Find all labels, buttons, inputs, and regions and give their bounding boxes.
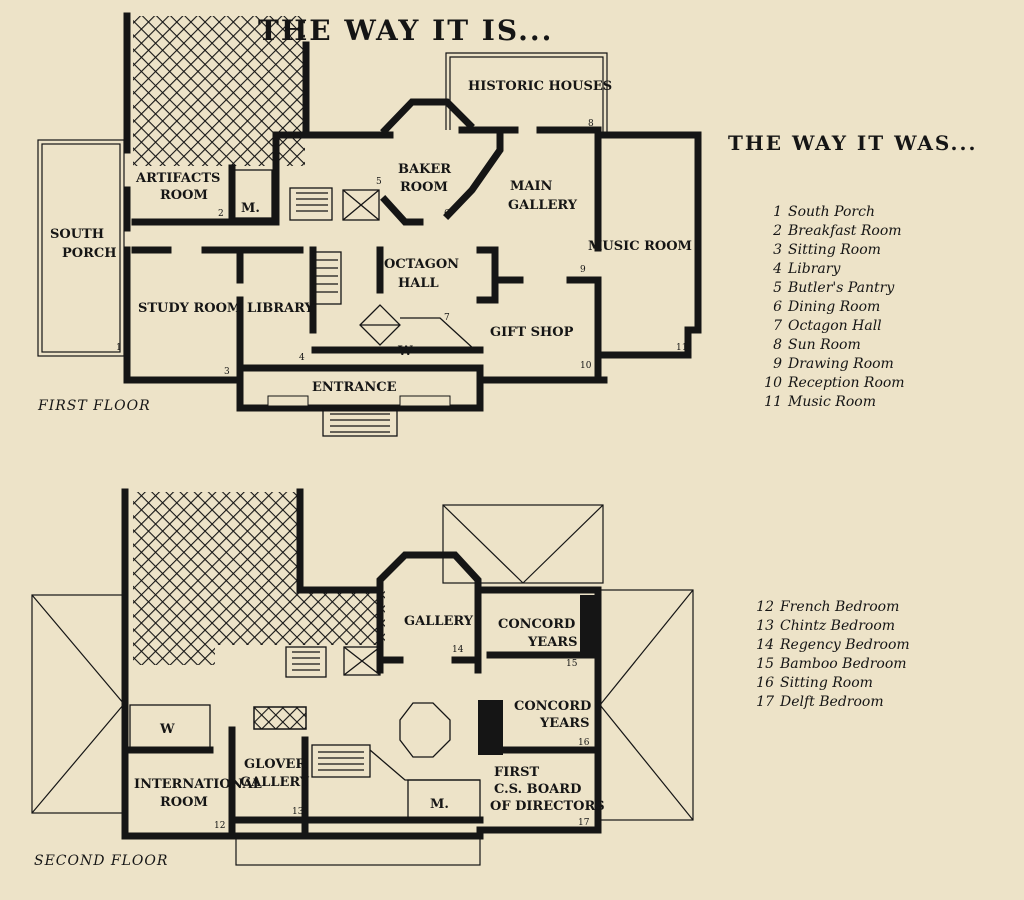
legend-label: Dining Room	[788, 299, 881, 315]
legend-number: 13	[756, 618, 774, 634]
legend-item: 17 Delft Bedroom	[752, 693, 910, 712]
legend-label: Music Room	[788, 394, 876, 410]
legend-number: 8	[773, 337, 782, 353]
legend-number: 4	[773, 261, 782, 277]
legend-label: French Bedroom	[780, 599, 900, 615]
legend-label: Drawing Room	[788, 356, 894, 372]
legend-number: 1	[773, 204, 782, 220]
legend-item: 3 Sitting Room	[760, 241, 905, 260]
legend-item: 2 Breakfast Room	[760, 222, 905, 241]
legend-item: 13 Chintz Bedroom	[752, 617, 910, 636]
legend-former-first-floor: 1 South Porch 2 Breakfast Room 3 Sitting Room…	[760, 203, 905, 412]
legend-number: 14	[756, 637, 774, 653]
legend-number: 11	[764, 394, 782, 410]
legend-item: 4 Library	[760, 260, 905, 279]
legend-label: Library	[788, 261, 841, 277]
legend-item: 1 South Porch	[760, 203, 905, 222]
legend-label: South Porch	[788, 204, 875, 220]
second-floor-plan	[31, 488, 694, 866]
legend-item: 14 Regency Bedroom	[752, 636, 910, 655]
legend-item: 16 Sitting Room	[752, 674, 910, 693]
legend-number: 12	[756, 599, 774, 615]
legend-number: 17	[756, 694, 774, 710]
legend-item: 8 Sun Room	[760, 336, 905, 355]
legend-item: 12 French Bedroom	[752, 598, 910, 617]
legend-item: 11 Music Room	[760, 393, 905, 412]
legend-label: Breakfast Room	[788, 223, 902, 239]
legend-number: 16	[756, 675, 774, 691]
legend-label: Bamboo Bedroom	[780, 656, 907, 672]
legend-item: 6 Dining Room	[760, 298, 905, 317]
legend-item: 9 Drawing Room	[760, 355, 905, 374]
legend-item: 10 Reception Room	[760, 374, 905, 393]
first-floor-plan	[37, 12, 702, 437]
legend-number: 6	[773, 299, 782, 315]
legend-number: 15	[756, 656, 774, 672]
legend-label: Butler's Pantry	[788, 280, 895, 296]
legend-label: Sun Room	[788, 337, 861, 353]
legend-label: Sitting Room	[788, 242, 881, 258]
legend-label: Sitting Room	[780, 675, 873, 691]
legend-label: Delft Bedroom	[780, 694, 884, 710]
legend-number: 9	[773, 356, 782, 372]
legend-label: Octagon Hall	[788, 318, 882, 334]
hatched-area-second	[133, 492, 385, 665]
legend-former-second-floor: 12 French Bedroom 13 Chintz Bedroom 14 Regenc…	[752, 598, 910, 712]
legend-number: 5	[773, 280, 782, 296]
legend-label: Regency Bedroom	[780, 637, 910, 653]
legend-item: 5 Butler's Pantry	[760, 279, 905, 298]
legend-number: 10	[764, 375, 782, 391]
legend-item: 15 Bamboo Bedroom	[752, 655, 910, 674]
legend-item: 7 Octagon Hall	[760, 317, 905, 336]
legend-number: 3	[773, 242, 782, 258]
legend-label: Chintz Bedroom	[780, 618, 896, 634]
legend-number: 7	[773, 318, 782, 334]
legend-number: 2	[773, 223, 782, 239]
legend-label: Reception Room	[788, 375, 905, 391]
